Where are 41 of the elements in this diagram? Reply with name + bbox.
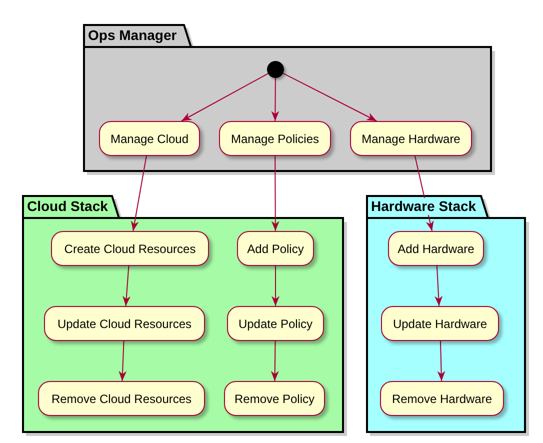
activity-box [350, 121, 472, 156]
activity-box [224, 381, 325, 416]
activity-box [380, 381, 504, 416]
activity-box [219, 121, 331, 156]
arrow [272, 266, 280, 306]
activity-box [227, 306, 324, 341]
arrow [271, 78, 280, 122]
arrow [282, 72, 378, 122]
arrow [130, 156, 147, 232]
arrow [122, 266, 130, 306]
package-folder [83, 24, 492, 172]
arrow [180, 73, 269, 122]
activity-box [44, 306, 205, 341]
activity-box [51, 231, 209, 266]
arrow [434, 266, 443, 306]
activity-label: Manage Cloud [110, 130, 189, 148]
arrow [270, 340, 279, 382]
activity-box [381, 306, 499, 341]
activity-box [99, 121, 200, 156]
activity-label: Remove Cloud Resources [51, 390, 192, 408]
activity-label: Remove Policy [234, 390, 315, 408]
activity-label: Remove Hardware [392, 390, 492, 408]
activity-label: Update Policy [238, 316, 313, 332]
activity-label: Add Hardware [398, 240, 474, 258]
activity-label: Create Cloud Resources [64, 240, 196, 258]
activity-label: Manage Policies [230, 130, 320, 148]
arrow [271, 156, 280, 232]
activity-label: Update Hardware [392, 316, 488, 332]
arrow [414, 156, 434, 232]
package-title: Hardware Stack [371, 198, 476, 215]
activity-box [237, 231, 314, 266]
package-title: Ops Manager [88, 27, 177, 44]
activity-label: Manage Hardware [362, 130, 460, 148]
package-folder [22, 195, 344, 433]
arrow [437, 340, 446, 382]
activity-label: Add Policy [247, 240, 304, 258]
activity-box [388, 231, 484, 266]
package-folder [366, 195, 526, 433]
activity-label: Update Cloud Resources [57, 316, 192, 332]
activity-box [38, 381, 205, 416]
arrow [118, 340, 127, 382]
